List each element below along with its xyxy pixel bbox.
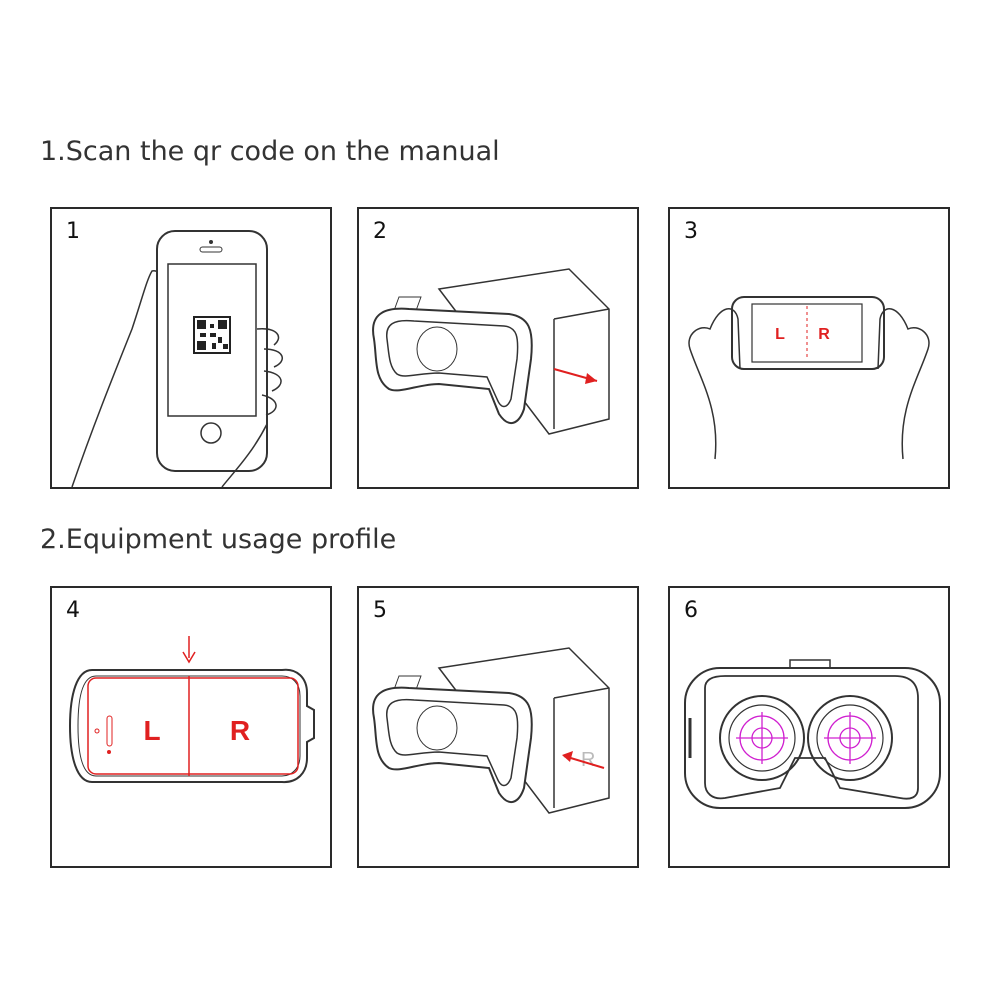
step-panel-5: R 5 bbox=[357, 586, 639, 868]
right-lens-crosshair-icon bbox=[824, 712, 876, 764]
phone-tray-alignment-illustration: L R bbox=[68, 636, 315, 784]
left-lens-crosshair-icon bbox=[736, 712, 788, 764]
vr-headset-lens-illustration bbox=[684, 659, 941, 809]
step-number: 3 bbox=[684, 219, 698, 244]
screen-label: R bbox=[581, 749, 595, 771]
step-panel-1: 1 bbox=[50, 207, 332, 489]
step-panel-4: L R 4 bbox=[50, 586, 332, 868]
step-panel-2: 2 bbox=[357, 207, 639, 489]
left-eye-label: L bbox=[775, 326, 785, 343]
left-eye-label: L bbox=[143, 715, 160, 746]
section-heading-usage: 2.Equipment usage profile bbox=[40, 524, 397, 555]
step-panel-3: L R 3 bbox=[668, 207, 950, 489]
phone-in-hand-illustration bbox=[71, 230, 284, 487]
right-eye-label: R bbox=[818, 326, 830, 343]
step-number: 1 bbox=[66, 219, 80, 244]
vr-headset-insert-illustration bbox=[372, 268, 610, 435]
right-eye-label: R bbox=[230, 715, 250, 746]
qr-code-icon bbox=[193, 316, 231, 354]
step-panel-6: 6 bbox=[668, 586, 950, 868]
vr-headset-close-illustration: R bbox=[372, 647, 610, 814]
section-heading-scan: 1.Scan the qr code on the manual bbox=[40, 136, 500, 167]
step-number: 2 bbox=[373, 219, 387, 244]
step-number: 5 bbox=[373, 598, 387, 623]
step-number: 4 bbox=[66, 598, 80, 623]
step-number: 6 bbox=[684, 598, 698, 623]
phone-landscape-illustration: L R bbox=[688, 296, 930, 460]
center-arrow-icon bbox=[182, 636, 196, 664]
